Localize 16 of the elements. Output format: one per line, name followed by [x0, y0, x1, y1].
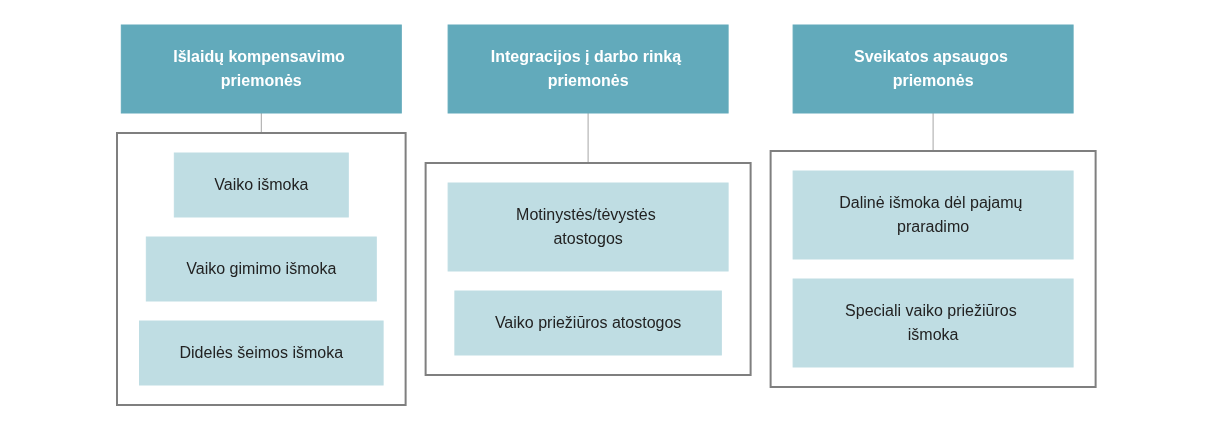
node-box: Vaiko išmoka — [174, 152, 349, 218]
node-box: Motinystės/tėvystės atostogos — [447, 182, 729, 272]
connector — [932, 112, 934, 152]
node-box: Integracijos į darbo rinką priemonės — [447, 24, 729, 114]
node-box: Išlaidų kompensavimo priemonės — [121, 24, 402, 114]
cluster — [424, 162, 752, 376]
node-box: Sveikatos apsaugos priemonės — [792, 24, 1074, 114]
cluster — [769, 150, 1097, 388]
connector — [261, 112, 262, 134]
node-box: Vaiko gimimo išmoka — [146, 236, 377, 302]
connector — [587, 112, 589, 164]
cluster — [116, 132, 407, 406]
node-box: Dalinė išmoka dėl pajamų praradimo — [792, 170, 1074, 260]
node-box: Speciali vaiko priežiūros išmoka — [792, 278, 1074, 368]
node-box: Vaiko priežiūros atostogos — [454, 290, 723, 356]
node-box: Didelės šeimos išmoka — [139, 320, 384, 386]
